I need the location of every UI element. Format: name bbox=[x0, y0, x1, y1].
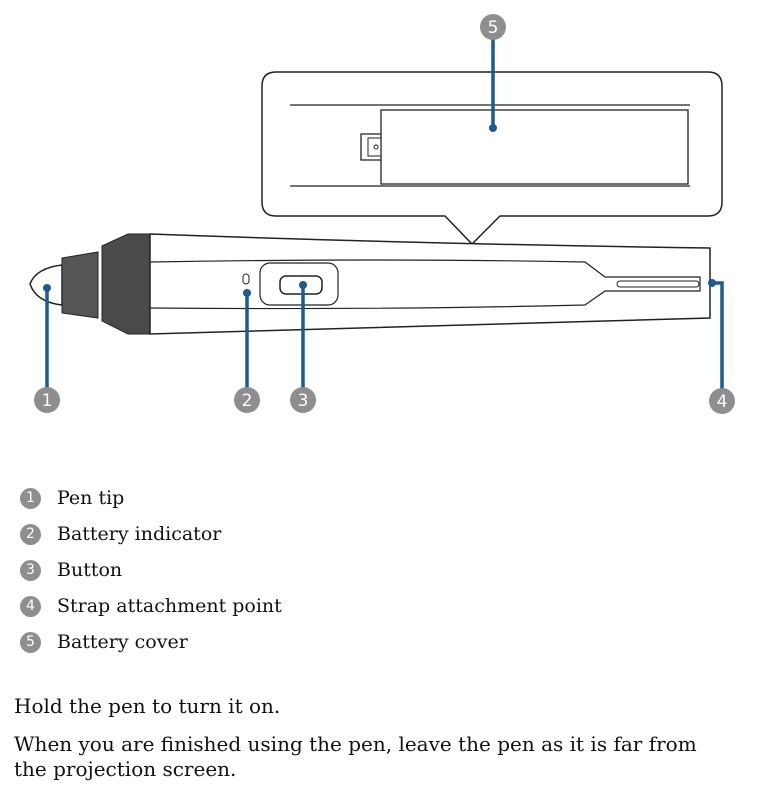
battery-cover bbox=[380, 109, 689, 185]
legend-label: Button bbox=[57, 559, 123, 581]
legend-label: Strap attachment point bbox=[57, 595, 282, 617]
legend: 1 Pen tip 2 Battery indicator 3 Button 4… bbox=[20, 480, 282, 660]
legend-label: Battery indicator bbox=[57, 523, 222, 545]
svg-text:2: 2 bbox=[242, 391, 253, 411]
callout-lines bbox=[45, 38, 724, 390]
battery-indicator bbox=[242, 273, 250, 285]
legend-label: Pen tip bbox=[57, 487, 125, 509]
legend-item-battery-cover: 5 Battery cover bbox=[20, 624, 282, 660]
legend-number: 5 bbox=[20, 631, 41, 653]
legend-item-button: 3 Button bbox=[20, 552, 282, 588]
pen-button bbox=[279, 275, 323, 295]
legend-number: 4 bbox=[20, 595, 41, 617]
legend-number: 1 bbox=[20, 487, 41, 509]
callout-3: 3 bbox=[290, 387, 316, 413]
callout-1: 1 bbox=[34, 387, 60, 413]
legend-number: 3 bbox=[20, 559, 41, 581]
pen-diagram: 1 2 3 4 5 bbox=[29, 14, 735, 414]
callout-5: 5 bbox=[480, 14, 506, 40]
instruction-paragraph: When you are finished using the pen, lea… bbox=[14, 732, 697, 781]
legend-item-strap-attachment-point: 4 Strap attachment point bbox=[20, 588, 282, 624]
callout-2: 2 bbox=[234, 387, 260, 413]
pen-body bbox=[149, 233, 711, 335]
svg-text:5: 5 bbox=[488, 18, 499, 38]
legend-item-pen-tip: 1 Pen tip bbox=[20, 480, 282, 516]
button-housing bbox=[259, 262, 339, 306]
legend-number: 2 bbox=[20, 523, 41, 545]
pen bbox=[29, 233, 711, 335]
callout-4: 4 bbox=[709, 388, 735, 414]
legend-label: Battery cover bbox=[57, 631, 188, 653]
battery-cover-zoom bbox=[261, 71, 723, 246]
instruction-paragraph: Hold the pen to turn it on. bbox=[14, 694, 281, 718]
legend-item-battery-indicator: 2 Battery indicator bbox=[20, 516, 282, 552]
svg-text:1: 1 bbox=[42, 391, 53, 411]
svg-text:4: 4 bbox=[717, 392, 728, 412]
svg-text:3: 3 bbox=[298, 391, 309, 411]
